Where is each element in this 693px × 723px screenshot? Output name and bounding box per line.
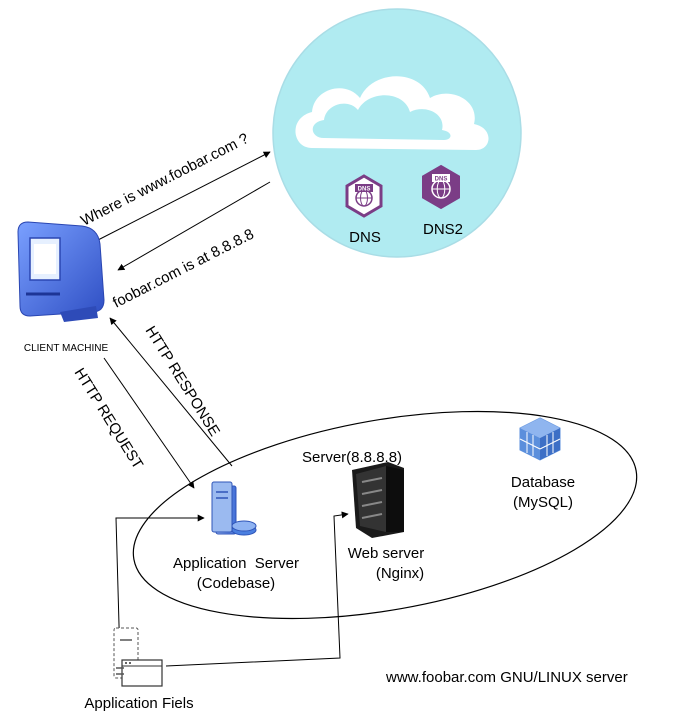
web-server-icon [352,462,404,538]
application-server-label-line2: (Codebase) [197,575,275,592]
dns-1-label: DNS [349,229,381,246]
http-request-label: HTTP REQUEST [71,365,147,472]
web-server-label-line1: Web server [348,545,424,562]
dns-server-2-icon: DNS [422,164,460,210]
http-request-arrow [103,357,195,489]
application-server-icon [211,481,257,536]
database-label-line2: (MySQL) [513,494,573,511]
dns-server-1-icon: DNS [345,174,383,218]
dns-query-label: Where is www.foobar.com ? [78,130,251,230]
dns-response-arrow [117,181,271,271]
dns-query-arrow [97,151,271,241]
footer-caption: www.foobar.com GNU/LINUX server [385,669,628,686]
dns-response-label: foobar.com is at 8.8.8.8 [110,226,257,312]
client-machine-label: CLIENT MACHINE [24,343,109,354]
database-label-line1: Database [511,474,575,491]
dns-2-label: DNS2 [423,221,463,238]
database-icon [519,417,561,461]
http-response-arrow [109,317,233,467]
application-server-label-line1: Application Server [173,555,299,572]
server-boundary [132,410,638,620]
dns-2-badge-text: DNS [435,177,448,183]
files-to-web-server-connector [165,511,349,667]
application-files-icon [113,627,163,687]
server-label: Server(8.8.8.8) [302,449,402,466]
dns-cloud: DNS DNS DNS DNS2 [272,8,522,258]
application-files-label: Application Fiels [84,695,193,712]
files-to-app-server-connector [115,514,205,661]
web-server-label-line2: (Nginx) [376,565,424,582]
http-response-label: HTTP RESPONSE [142,323,223,439]
client-machine-icon [17,221,105,322]
cloud-inner-icon [312,95,451,140]
dns-1-badge-text: DNS [358,187,371,193]
